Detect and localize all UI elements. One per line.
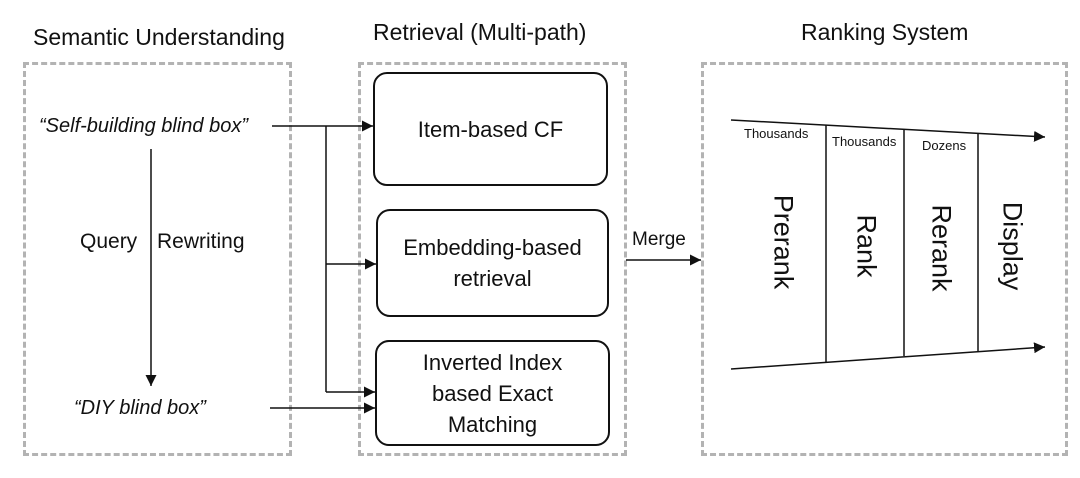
embedding-label-line1: Embedding-based — [403, 235, 582, 260]
embedding-retrieval-box: Embedding-based retrieval — [376, 209, 609, 317]
funnel-bottom-arrow — [730, 342, 1046, 370]
inverted-label-line2: based Exact — [431, 380, 554, 406]
rewriting-label: Rewriting — [157, 230, 245, 253]
merge-label: Merge — [632, 229, 686, 250]
prerank-count-label: Thousands — [744, 126, 809, 141]
inverted-index-box: Inverted Index based Exact Matching — [375, 340, 610, 446]
rewritten-query: “DIY blind box” — [74, 397, 206, 419]
original-query: “Self-building blind box” — [39, 115, 249, 137]
retrieval-title: Retrieval (Multi-path) — [373, 19, 587, 45]
item-based-cf-label: Item-based CF — [417, 116, 564, 142]
semantic-understanding-title: Semantic Understanding — [33, 24, 285, 50]
query-label: Query — [80, 230, 138, 253]
retrieval-panel — [358, 62, 627, 456]
inverted-label-line3: Matching — [447, 411, 538, 437]
item-based-cf-box: Item-based CF — [373, 72, 608, 186]
funnel-top-arrow — [730, 119, 1046, 142]
ranking-system-title: Ranking System — [801, 19, 969, 45]
embedding-label-line2: retrieval — [453, 266, 532, 291]
ranking-system-panel — [701, 62, 1068, 456]
semantic-understanding-panel — [23, 62, 292, 456]
inverted-label-line1: Inverted Index — [422, 349, 563, 375]
rerank-count-label: Dozens — [922, 138, 967, 153]
rank-count-label: Thousands — [832, 134, 897, 149]
